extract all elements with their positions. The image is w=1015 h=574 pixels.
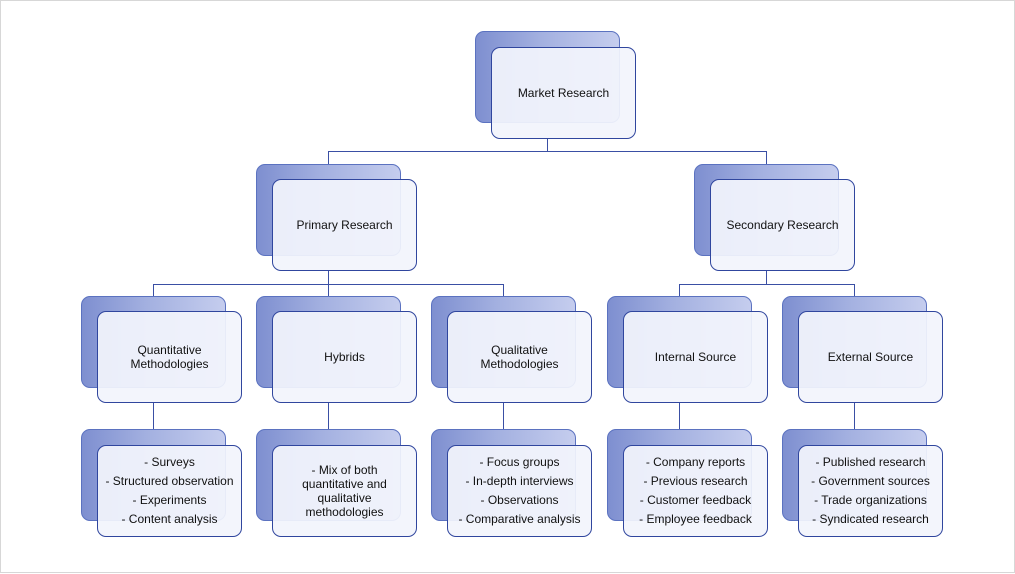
node-label: Internal Source	[654, 350, 737, 364]
node-box: External Source	[798, 311, 943, 403]
list-item: - Company reports	[645, 455, 746, 469]
list-item: - Syndicated research	[812, 512, 929, 526]
node-internal-source: Internal Source	[607, 296, 768, 403]
node-box: - Surveys - Structured observation - Exp…	[97, 445, 242, 537]
node-hybrids: Hybrids	[256, 296, 417, 403]
list-item: - In-depth interviews	[465, 474, 574, 488]
node-quantitative-items: - Surveys - Structured observation - Exp…	[81, 429, 242, 537]
node-box: - Mix of both quantitative and qualitati…	[272, 445, 417, 537]
node-label: External Source	[827, 350, 914, 364]
node-hybrids-items: - Mix of both quantitative and qualitati…	[256, 429, 417, 537]
node-secondary-research: Secondary Research	[694, 164, 855, 271]
node-label-line: Methodologies	[480, 357, 559, 371]
node-label: Primary Research	[296, 218, 393, 232]
node-external-items: - Published research - Government source…	[782, 429, 943, 537]
list-item: - Customer feedback	[639, 493, 752, 507]
node-label-line: Qualitative	[491, 343, 548, 357]
list-item: methodologies	[305, 505, 384, 519]
list-item: quantitative and	[302, 477, 387, 491]
list-item: qualitative	[317, 491, 372, 505]
list-item: - Published research	[815, 455, 926, 469]
node-box: Quantitative Methodologies	[97, 311, 242, 403]
node-box: - Focus groups - In-depth interviews - O…	[447, 445, 592, 537]
list-item: - Structured observation	[105, 474, 234, 488]
node-box: Market Research	[491, 47, 636, 139]
node-box: Internal Source	[623, 311, 768, 403]
node-label-line: Methodologies	[130, 357, 209, 371]
node-internal-items: - Company reports - Previous research - …	[607, 429, 768, 537]
node-label-line: Quantitative	[137, 343, 202, 357]
node-box: Hybrids	[272, 311, 417, 403]
list-item: - Content analysis	[121, 512, 218, 526]
node-label: Market Research	[517, 86, 610, 100]
list-item: - Trade organizations	[814, 493, 927, 507]
connector-secondary	[679, 270, 855, 297]
node-label: Hybrids	[324, 350, 365, 364]
list-item: - Employee feedback	[639, 512, 752, 526]
node-quantitative-methodologies: Quantitative Methodologies	[81, 296, 242, 403]
node-box: - Published research - Government source…	[798, 445, 943, 537]
list-item: - Focus groups	[479, 455, 560, 469]
node-qualitative-methodologies: Qualitative Methodologies	[431, 296, 592, 403]
node-box: Primary Research	[272, 179, 417, 271]
node-market-research: Market Research	[475, 31, 636, 139]
node-primary-research: Primary Research	[256, 164, 417, 271]
node-external-source: External Source	[782, 296, 943, 403]
list-item: - Government sources	[811, 474, 930, 488]
list-item: - Comparative analysis	[458, 512, 581, 526]
connector-primary	[153, 270, 504, 297]
list-item: - Previous research	[643, 474, 748, 488]
list-item: - Surveys	[144, 455, 195, 469]
list-item: - Experiments	[132, 493, 207, 507]
node-box: Qualitative Methodologies	[447, 311, 592, 403]
list-item: - Mix of both	[311, 463, 378, 477]
node-label: Secondary Research	[726, 218, 839, 232]
connector-root	[328, 138, 767, 165]
list-item: - Observations	[480, 493, 559, 507]
node-box: - Company reports - Previous research - …	[623, 445, 768, 537]
node-qualitative-items: - Focus groups - In-depth interviews - O…	[431, 429, 592, 537]
node-box: Secondary Research	[710, 179, 855, 271]
